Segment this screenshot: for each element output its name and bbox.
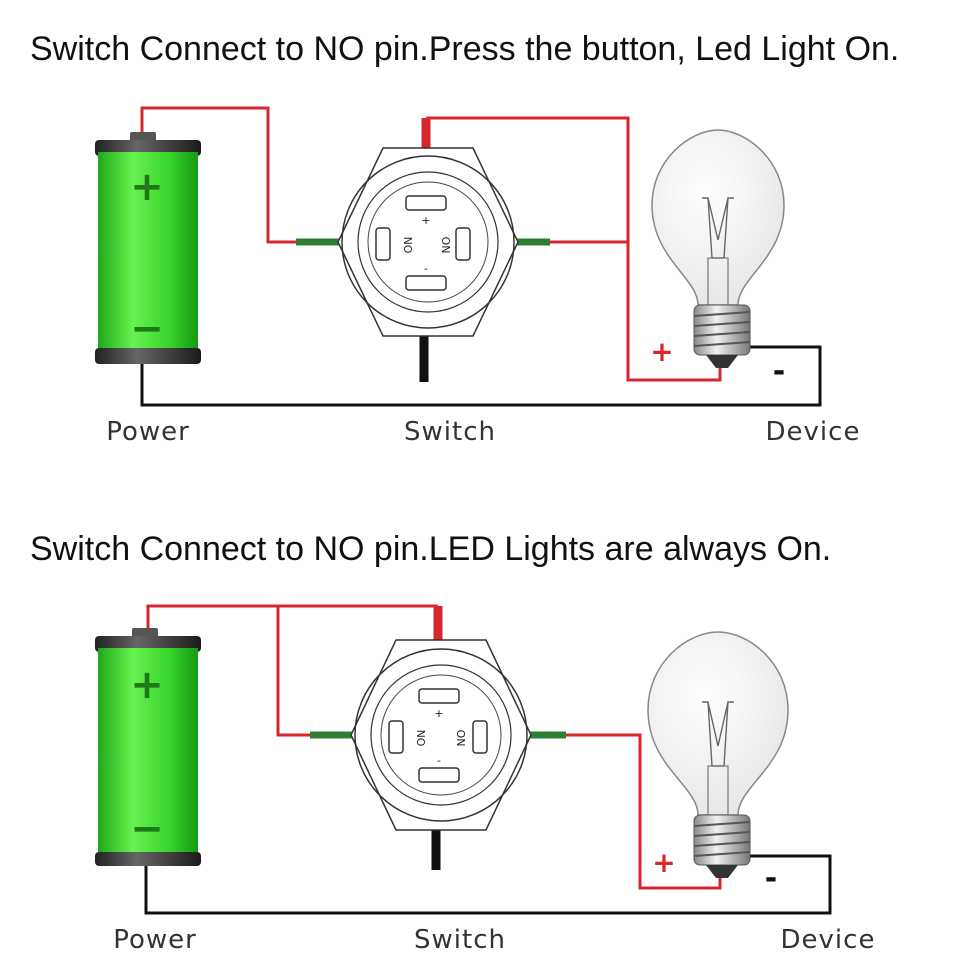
bulb-threads xyxy=(693,311,751,347)
battery-minus-sign: − xyxy=(130,306,164,352)
pin-no-right-label: NO xyxy=(440,236,453,253)
pin-left xyxy=(388,720,404,754)
battery-body xyxy=(98,648,198,858)
device-minus-sign: - xyxy=(773,354,785,389)
bulb-contact xyxy=(706,865,738,878)
switch: + - NO NO xyxy=(350,639,532,831)
pin-minus-label: - xyxy=(424,262,428,275)
black-wire-ground xyxy=(140,345,822,407)
wiring-diagram: + − + - NO NO xyxy=(95,106,861,447)
pin-left xyxy=(375,227,391,261)
pin-minus-label: - xyxy=(437,754,441,767)
device-label: Device xyxy=(781,925,876,955)
red-wire-switch-top-to-device xyxy=(426,116,722,382)
pin-bottom xyxy=(418,767,460,783)
switch-center-ring xyxy=(367,181,489,303)
switch-inner-ring xyxy=(357,171,499,313)
battery: + − xyxy=(95,628,201,866)
red-wire-battery-to-top xyxy=(146,604,438,630)
pin-top xyxy=(405,195,447,211)
device-plus-sign: + xyxy=(650,335,673,368)
battery-plus-sign: + xyxy=(130,662,164,708)
switch: + - NO NO xyxy=(337,147,519,337)
power-label: Power xyxy=(106,417,190,447)
battery-minus-sign: − xyxy=(130,806,164,852)
pin-top xyxy=(418,688,460,704)
red-wire-top-to-no xyxy=(276,606,310,737)
bulb-threads xyxy=(693,821,751,857)
switch-label: Switch xyxy=(404,417,496,447)
pin-bottom xyxy=(405,275,447,291)
bulb-filament xyxy=(702,197,734,259)
bulb-contact xyxy=(706,355,738,368)
switch-inner-ring xyxy=(370,664,512,806)
switch-label: Switch xyxy=(414,925,506,955)
red-wire-no-to-device xyxy=(566,733,722,890)
diagram-panel-top: Switch Connect to NO pin.Press the butto… xyxy=(30,30,900,447)
switch-center-ring xyxy=(380,674,502,796)
pin-plus-label: + xyxy=(421,214,430,227)
light-bulb: + - xyxy=(647,631,789,896)
bulb-filament xyxy=(702,701,734,767)
wiring-diagram: + − + - NO NO xyxy=(95,604,876,955)
panel-heading: Switch Connect to NO pin.Press the butto… xyxy=(30,30,900,68)
device-label: Device xyxy=(766,417,861,447)
light-bulb: + - xyxy=(650,129,785,389)
pin-no-right-label: NO xyxy=(455,729,468,746)
pin-no-left-label: NO xyxy=(401,237,414,254)
battery-bottom-cap xyxy=(95,852,201,866)
battery-plus-sign: + xyxy=(130,164,164,210)
bulb-glass xyxy=(651,129,785,306)
power-label: Power xyxy=(113,925,197,955)
battery-bottom-cap xyxy=(95,348,201,364)
device-minus-sign: - xyxy=(765,861,777,896)
red-wire-battery-to-no xyxy=(140,106,296,244)
switch-hex-nut xyxy=(350,639,532,831)
pin-right xyxy=(472,720,488,754)
switch-outer-ring xyxy=(341,155,515,329)
switch-hex-nut xyxy=(337,147,519,337)
battery: + − xyxy=(95,132,201,364)
pin-no-left-label: NO xyxy=(414,730,427,747)
panel-heading: Switch Connect to NO pin.LED Lights are … xyxy=(30,530,832,568)
black-wire-ground xyxy=(144,854,832,915)
battery-body xyxy=(98,152,198,352)
bulb-glass xyxy=(647,631,789,816)
pin-right xyxy=(455,227,471,261)
diagram-panel-bottom: Switch Connect to NO pin.LED Lights are … xyxy=(0,490,980,980)
switch-outer-ring xyxy=(354,648,528,822)
device-plus-sign: + xyxy=(652,846,675,879)
pin-plus-label: + xyxy=(434,707,443,720)
